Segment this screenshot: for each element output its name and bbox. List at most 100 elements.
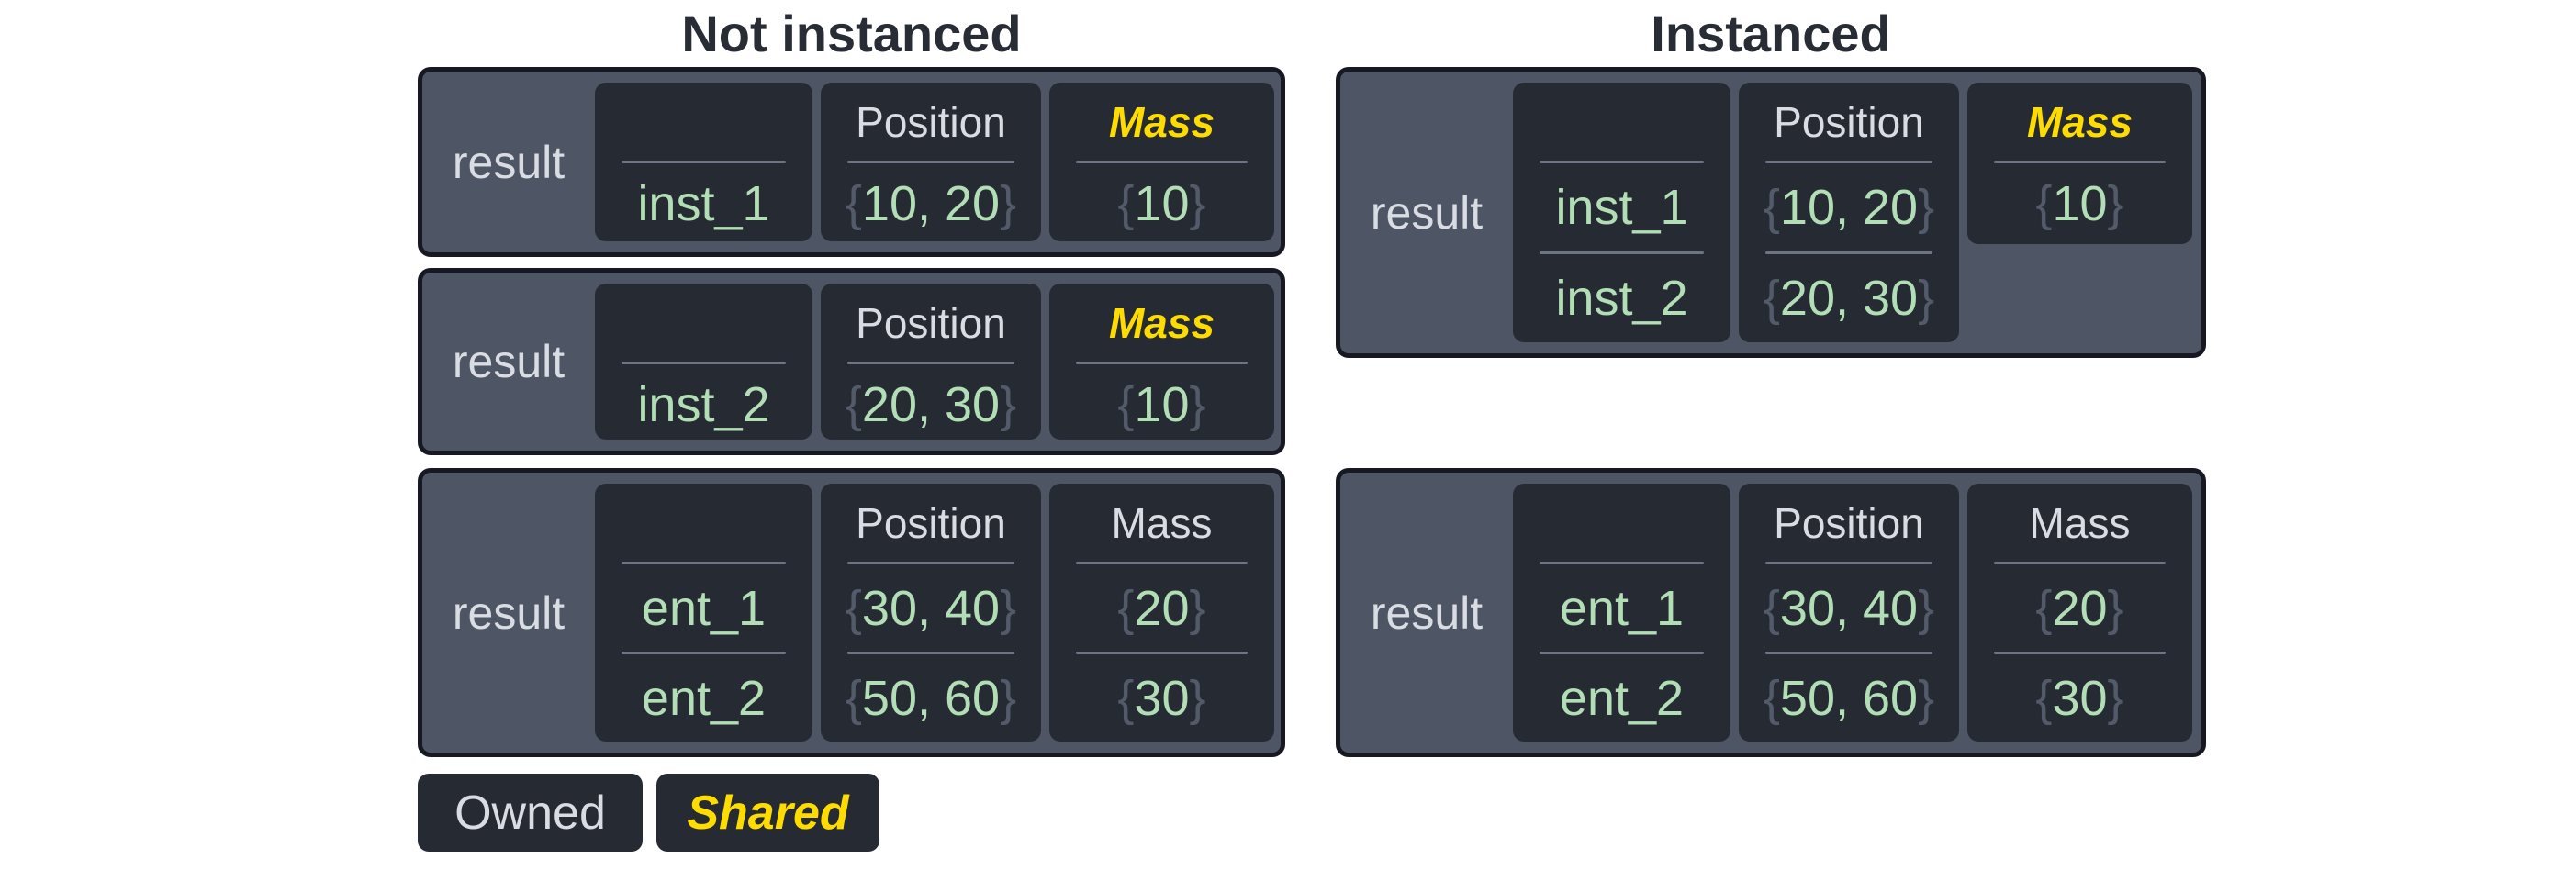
table-cells: inst_1 inst_2 Position {10, 20} {20, 30}… — [1513, 72, 2201, 353]
entity-column-header — [595, 284, 812, 362]
result-table-not-instanced-1: result inst_1 Position {10, 20} Mass {10… — [418, 67, 1285, 257]
mass-column: Mass {20} {30} — [1049, 484, 1274, 742]
mass-value: {10} — [1049, 163, 1274, 244]
position-column: Position {10, 20} — [821, 83, 1041, 241]
mass-column-shared-single: Mass {10} — [1967, 83, 2192, 244]
table-cells: ent_1 ent_2 Position {30, 40} {50, 60} M… — [595, 473, 1281, 753]
open-brace: { — [845, 670, 862, 726]
mass-value: {20} — [1967, 564, 2192, 652]
value-text: 50, 60 — [861, 670, 1001, 726]
close-brace: } — [1189, 377, 1206, 432]
close-brace: } — [2107, 176, 2124, 231]
entity-column-header — [1513, 83, 1730, 161]
legend-shared: Shared — [656, 774, 879, 852]
entity-name: ent_1 — [1559, 580, 1685, 636]
row-divider — [1994, 562, 2166, 564]
value-text: 30, 40 — [1779, 580, 1919, 636]
close-brace: } — [1000, 377, 1017, 432]
table-cells: inst_2 Position {20, 30} Mass {10} — [595, 273, 1281, 451]
close-brace: } — [1918, 580, 1935, 636]
position-column-header: Position — [1774, 498, 1924, 547]
position-value: {20, 30} — [821, 364, 1041, 445]
open-brace: { — [2035, 580, 2053, 636]
open-brace: { — [1117, 377, 1135, 432]
close-brace: } — [1000, 670, 1017, 726]
entity-name: inst_2 — [1555, 271, 1688, 326]
close-brace: } — [2107, 580, 2124, 636]
row-divider — [622, 562, 786, 564]
position-value: {10, 20} — [1739, 163, 1959, 251]
mass-value: {20} — [1049, 564, 1274, 652]
open-brace: { — [2035, 670, 2053, 726]
entity-name: inst_1 — [637, 176, 770, 231]
row-divider — [1540, 562, 1704, 564]
position-column-header: Position — [1774, 97, 1924, 146]
entity-column-header — [595, 484, 812, 562]
open-brace: { — [1763, 180, 1780, 235]
row-divider — [1540, 652, 1704, 654]
open-brace: { — [845, 377, 862, 432]
close-brace: } — [1189, 670, 1206, 726]
open-brace: { — [2035, 176, 2053, 231]
value-text: 20, 30 — [861, 377, 1001, 432]
value-text: 10 — [1134, 176, 1190, 231]
entity-name: ent_1 — [641, 580, 767, 636]
close-brace: } — [1000, 176, 1017, 231]
mass-value: {30} — [1049, 654, 1274, 742]
row-divider — [847, 362, 1014, 364]
position-column: Position {30, 40} {50, 60} — [821, 484, 1041, 742]
legend-owned: Owned — [418, 774, 643, 852]
result-table-not-instanced-2: result inst_2 Position {20, 30} Mass {10… — [418, 268, 1285, 455]
row-divider — [1076, 161, 1248, 163]
mass-column-header: Mass — [1108, 97, 1215, 146]
row-divider — [847, 652, 1014, 654]
row-divider — [1765, 652, 1932, 654]
position-column: Position {10, 20} {20, 30} — [1739, 83, 1959, 342]
entity-column-header — [1513, 484, 1730, 562]
row-divider — [1765, 562, 1932, 564]
close-brace: } — [2107, 670, 2124, 726]
close-brace: } — [1189, 580, 1206, 636]
row-divider — [1076, 562, 1248, 564]
position-column-header: Position — [856, 298, 1006, 347]
position-column: Position {30, 40} {50, 60} — [1739, 484, 1959, 742]
row-divider — [1994, 161, 2166, 163]
entity-name: ent_2 — [641, 670, 767, 726]
mass-column-header: Mass — [1111, 498, 1213, 547]
open-brace: { — [1763, 580, 1780, 636]
mass-value: {30} — [1967, 654, 2192, 742]
open-brace: { — [1763, 271, 1780, 326]
result-table-instanced-2: result ent_1 ent_2 Position {30, 40} {50… — [1336, 468, 2206, 757]
position-value: {30, 40} — [821, 564, 1041, 652]
entity-column: inst_1 — [595, 83, 812, 241]
position-value: {30, 40} — [1739, 564, 1959, 652]
entity-column: ent_1 ent_2 — [595, 484, 812, 742]
row-divider — [1076, 652, 1248, 654]
position-value: {20, 30} — [1739, 254, 1959, 342]
position-value: {50, 60} — [1739, 654, 1959, 742]
entity-column: inst_1 inst_2 — [1513, 83, 1730, 342]
close-brace: } — [1918, 670, 1935, 726]
open-brace: { — [1117, 176, 1135, 231]
entity-name: inst_2 — [637, 377, 770, 432]
entity-column: inst_2 — [595, 284, 812, 440]
value-text: 20 — [1134, 580, 1190, 636]
row-divider — [1765, 251, 1932, 254]
close-brace: } — [1000, 580, 1017, 636]
result-table-instanced-1: result inst_1 inst_2 Position {10, 20} {… — [1336, 67, 2206, 358]
mass-column-header: Mass — [2029, 498, 2131, 547]
table-cells: ent_1 ent_2 Position {30, 40} {50, 60} M… — [1513, 473, 2201, 753]
entity-column-header — [595, 83, 812, 161]
row-divider — [1765, 161, 1932, 163]
position-column-header: Position — [856, 97, 1006, 146]
mass-column-header: Mass — [2026, 97, 2134, 146]
value-text: 20, 30 — [1779, 271, 1919, 326]
row-divider — [622, 362, 786, 364]
row-divider — [1076, 362, 1248, 364]
value-text: 20 — [2052, 580, 2108, 636]
result-label: result — [452, 136, 566, 188]
table-cells: inst_1 Position {10, 20} Mass {10} — [595, 72, 1281, 252]
row-divider — [622, 161, 786, 163]
close-brace: } — [1918, 180, 1935, 235]
